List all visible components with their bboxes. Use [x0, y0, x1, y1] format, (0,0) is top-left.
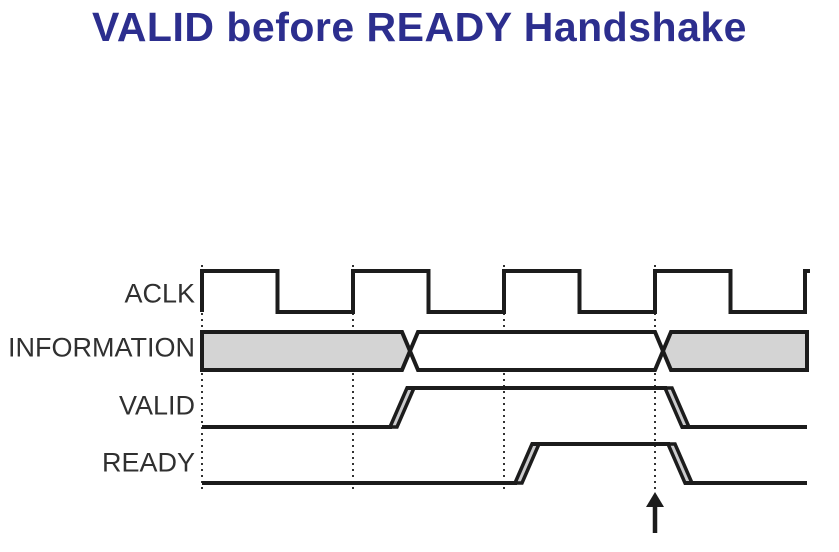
valid-rise-transition [387, 386, 417, 429]
information-bus-segment-unknown [660, 330, 809, 372]
signal-label-information: INFORMATION [8, 332, 195, 362]
signal-label-valid: VALID [119, 390, 195, 420]
information-bus-segment-unknown [200, 330, 413, 372]
valid-fall-transition [662, 386, 692, 429]
aclk-waveform [200, 269, 810, 314]
information-bus-segment-valid [407, 330, 666, 372]
signal-label-ready: READY [102, 447, 195, 477]
page-title: VALID before READY Handshake [92, 4, 747, 50]
signal-label-aclk: ACLK [124, 278, 195, 308]
sample-point-arrow-head [646, 492, 664, 507]
ready-rise-transition [512, 442, 542, 485]
ready-fall-transition [665, 442, 695, 485]
